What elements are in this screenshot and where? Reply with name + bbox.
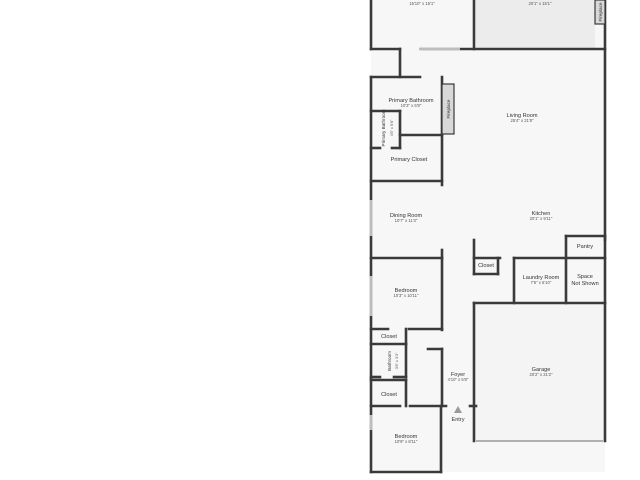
garage-floor (476, 303, 606, 441)
garage-dims: 20'2" x 21'2" (530, 372, 553, 377)
closet-hall-label: Closet (478, 263, 494, 269)
bedroom-1-label: Bedroom (395, 288, 418, 294)
primary-bathroom-label: Primary Bathroom (388, 98, 433, 104)
closet-1-label: Closet (381, 334, 397, 340)
primary-bathroom-small-label: Primary Bathroom (381, 109, 386, 146)
primary-bathroom-dims: 10'3" x 6'8" (401, 103, 422, 108)
foyer-label: Foyer (451, 372, 465, 378)
primary-closet-label: Primary Closet (391, 157, 428, 163)
closet-2-label: Closet (381, 392, 397, 398)
bedroom-2-label: Bedroom (395, 434, 418, 440)
bathroom-label: Bathroom (387, 351, 392, 371)
pantry-label: Pantry (577, 244, 593, 250)
bedroom-1-dims: 10'3" x 10'11" (394, 293, 419, 298)
laundry-room-dims: 7'6" x 6'10" (531, 280, 552, 285)
dining-room-dims: 10'7" x 11'3" (395, 218, 418, 223)
laundry-room-label: Laundry Room (523, 275, 560, 281)
patio-area (476, 0, 595, 49)
entry-arrow-icon (454, 406, 462, 413)
fireplace-label: Fireplace (446, 99, 451, 118)
bedroom-2-dims: 10'9" x 8'11" (395, 439, 418, 444)
primary-bathroom-small-dims: 4'6" x 5'6" (390, 119, 394, 136)
living-room-dims: 25'4" x 21'8" (511, 118, 534, 123)
kitchen-label: Kitchen (532, 211, 551, 217)
space-not-shown-label-line1: Space (577, 274, 593, 280)
garage-label: Garage (532, 367, 551, 373)
room-labels: 15'10" x 15'1" 20'1" x 15'1" Fireplace P… (381, 1, 603, 444)
windows (369, 47, 460, 430)
space-not-shown-label-line2: Not Shown (571, 281, 598, 287)
foyer-dims: 4'10" x 5'8" (448, 377, 469, 382)
fireplace-top-label: Fireplace (598, 2, 603, 21)
living-room-label: Living Room (506, 113, 537, 119)
fireplace-box (441, 83, 455, 135)
top-right-room-dims: 20'1" x 15'1" (529, 1, 552, 6)
dining-room-label: Dining Room (390, 213, 423, 219)
kitchen-dims: 20'1" x 9'11" (530, 216, 553, 221)
bathroom-dims: 3'6" x 3'3" (395, 352, 399, 369)
fireplace-top-box (594, 0, 606, 25)
top-left-room-dims: 15'10" x 15'1" (409, 1, 435, 6)
entry-label: Entry (451, 417, 464, 423)
